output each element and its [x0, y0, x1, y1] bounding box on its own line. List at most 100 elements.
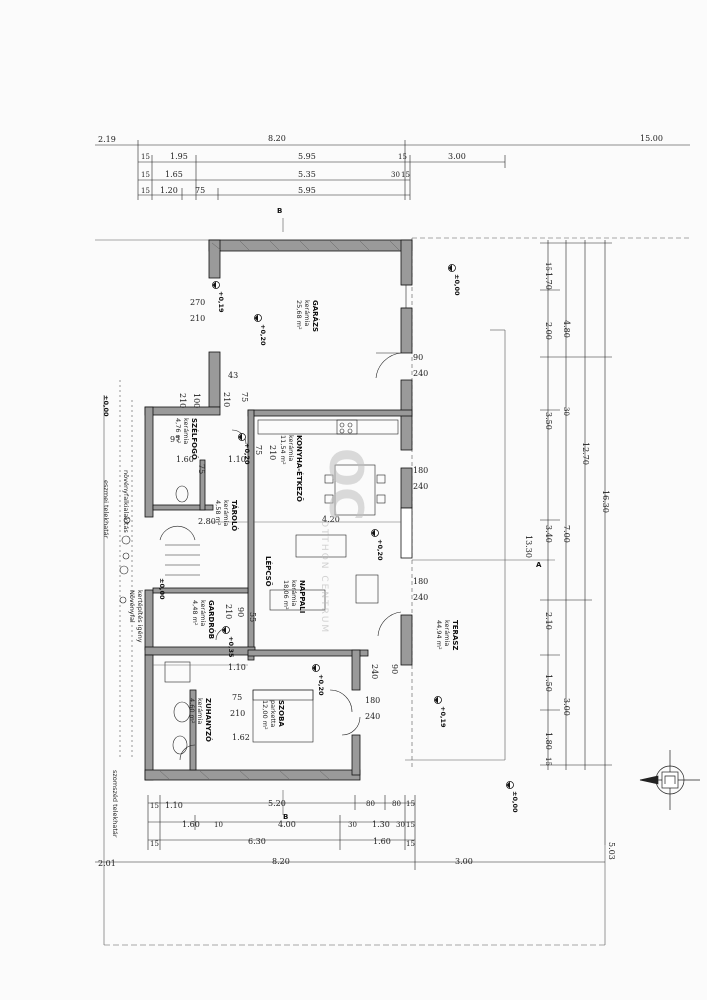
dim-bot-side: 5.03 — [607, 842, 616, 860]
dim-right-4: 30 — [562, 407, 570, 416]
room-finish-terasz: kerámia — [443, 620, 451, 646]
dim-right-7: 2.10 — [544, 612, 553, 630]
dim-bot-r3-1: 15 — [150, 840, 159, 848]
room-name-garazs: GARÁZS — [311, 300, 320, 332]
dim-bot-r2-1: 1.60 — [182, 820, 200, 829]
room-name-terasz: TERASZ — [451, 620, 459, 650]
room-name-konyha: KONYHA-ÉTKEZŐ — [295, 435, 304, 502]
openings-and-furniture — [159, 284, 412, 761]
dim-bot-r1-6: 15 — [406, 800, 415, 808]
dim-opening: 180 — [413, 466, 428, 475]
dim-opening: 240 — [413, 593, 428, 602]
boundary-text: szomszéd telekhatár — [111, 770, 119, 838]
dim-opening: 1.10 — [228, 663, 246, 672]
dim-right-8: 1.50 — [544, 674, 553, 692]
room-finish-szoba: parketta — [269, 700, 277, 727]
level-text: ±0,00 — [511, 791, 519, 813]
dim-opening: 97 — [170, 435, 180, 444]
opening-dimensions: 270 210 90 240 180 240 180 240 180 240 2… — [170, 298, 428, 742]
room-finish-garazs: kerámia — [303, 300, 311, 326]
dim-bot-r3-4: 15 — [406, 840, 415, 848]
level-marker: +0,35 — [222, 626, 235, 658]
dim-opening: 100 — [192, 393, 201, 408]
room-finish-szelfogo: kerámia — [182, 418, 190, 444]
dim-opening: 75 — [232, 693, 242, 702]
dim-bot-r2-7: 15 — [406, 821, 415, 829]
level-text: ±0,00 — [102, 395, 110, 417]
dim-opening: 55 — [248, 612, 257, 622]
dim-opening: 210 — [178, 393, 187, 408]
room-name-zuhanyzo: ZUHANYZÓ — [204, 698, 213, 742]
dim-top-1: 2.19 — [98, 135, 116, 144]
site-lines — [95, 218, 690, 946]
dim-opening: 180 — [413, 577, 428, 586]
dim-bot-r1-3: 5.20 — [268, 799, 286, 808]
room-finish-zuhanyzo: kerámia — [196, 698, 204, 724]
dim-top-r3-4: 30 — [391, 171, 400, 179]
level-text: +0,35 — [227, 636, 235, 658]
dim-opening: 90 — [413, 353, 423, 362]
dim-bot-r2-3: 4.00 — [278, 820, 296, 829]
dim-opening: 2.80 — [198, 517, 216, 526]
level-marker: +0,20 — [371, 529, 384, 561]
level-marker: +0,19 — [212, 281, 225, 313]
dim-right-2: 1.70 — [544, 272, 553, 290]
dim-bot-r3-2: 6.30 — [248, 837, 266, 846]
side-note-4: eszmei telekhatár — [102, 480, 110, 539]
room-area-terasz: 44,94 m² — [435, 620, 443, 650]
side-note-1: növényfalkialakítás — [122, 470, 130, 533]
level-marker: ±0,00 — [506, 781, 519, 813]
dim-outer-1: 12.70 — [581, 442, 590, 465]
dim-bot-r4-3: 3.00 — [455, 857, 473, 866]
dim-top-r4-1: 15 — [141, 187, 150, 195]
room-name-lepcso: LÉPCSŐ — [264, 556, 273, 587]
dim-top-r4-2: 1.20 — [160, 186, 178, 195]
dim-bot-r4-2: 8.20 — [272, 857, 290, 866]
dim-bot-r4-1: 2.01 — [98, 859, 116, 868]
level-text: +0,20 — [259, 324, 267, 346]
dim-opening: 1.60 — [176, 455, 194, 464]
room-area-nappali: 18,06 m² — [282, 580, 290, 610]
level-text: +0,19 — [217, 291, 225, 313]
level-text: +0,20 — [317, 674, 325, 696]
dim-opening: 210 — [224, 604, 233, 619]
walls — [144, 239, 413, 781]
dim-opening: 240 — [413, 482, 428, 491]
room-name-nappali: NAPPALI — [298, 580, 306, 613]
left-annotations: szomszéd telekhatár növényfalkialakítás … — [102, 470, 144, 838]
interior-dims — [153, 521, 401, 666]
dim-bot-r2-5: 1.30 — [372, 820, 390, 829]
dim-top-r2-5: 3.00 — [448, 152, 466, 161]
wall-hatching — [159, 240, 400, 780]
north-arrow-icon — [639, 750, 700, 810]
room-labels: GARÁZS kerámia 25,68 m² KONYHA-ÉTKEZŐ ke… — [174, 300, 459, 742]
level-marker: +0,20 — [238, 433, 251, 465]
dim-mid-2: 7.00 — [562, 525, 571, 543]
dim-right-9: 1.80 — [544, 732, 553, 750]
dim-top-3: 15.00 — [640, 134, 663, 143]
dim-top-r2-3: 5.95 — [298, 152, 316, 161]
plant-marks — [119, 516, 131, 604]
dim-top-2: 8.20 — [268, 134, 286, 143]
dim-mid-1: 4.80 — [562, 320, 571, 338]
dim-opening: 1.10 — [228, 455, 246, 464]
dim-opening: 4.20 — [322, 515, 340, 524]
dim-bot-r2-4: 30 — [348, 821, 357, 829]
dim-outer-3: 16.30 — [601, 490, 610, 513]
room-area-szelfogo: 4,76 m² — [174, 418, 182, 444]
level-marker: ±0,00 — [448, 264, 461, 296]
dim-bot-r1-4: 80 — [366, 800, 375, 808]
dim-top-r2-4: 15 — [398, 153, 407, 161]
dim-opening: 240 — [370, 664, 379, 679]
dim-opening: 180 — [365, 696, 380, 705]
dim-right-10: 15 — [544, 757, 552, 766]
dim-bot-r2-6: 30 — [396, 821, 405, 829]
dim-opening: 210 — [222, 392, 231, 407]
dim-opening: 75 — [240, 392, 249, 402]
room-name-szoba: SZOBA — [277, 700, 285, 727]
top-dimension-texts: 2.19 8.20 15.00 15 1.95 5.95 15 3.00 15 … — [98, 134, 663, 195]
dim-opening: 240 — [413, 369, 428, 378]
dim-opening: 90 — [236, 607, 245, 617]
dim-bot-r1-1: 15 — [150, 802, 159, 810]
